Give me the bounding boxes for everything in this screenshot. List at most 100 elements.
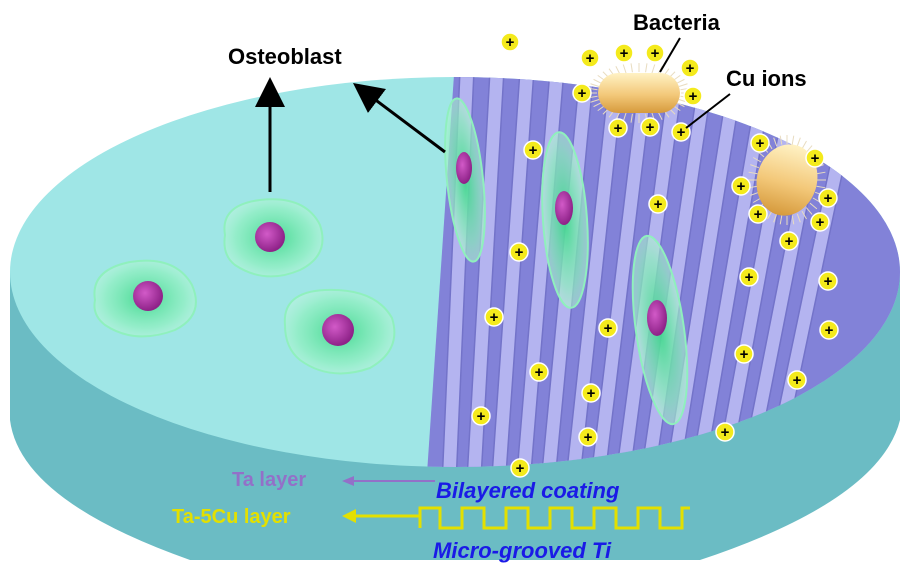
bacteria-cilium: [657, 111, 663, 120]
cu-ion-symbol: +: [515, 244, 524, 261]
bacteria-cilium: [767, 210, 773, 220]
cu-ion-symbol: +: [614, 120, 623, 137]
cu-ion: +: [608, 118, 628, 138]
cu-ion-symbol: +: [651, 45, 660, 62]
cu-ion: +: [648, 194, 668, 214]
cu-ion-symbol: +: [529, 142, 538, 159]
cu-ion-symbol: +: [477, 408, 486, 425]
bacteria-cilium: [651, 64, 656, 74]
cu-ion: +: [529, 362, 549, 382]
cu-ion-symbol: +: [654, 196, 663, 213]
bacteria-cilium: [801, 210, 807, 220]
nucleus: [555, 191, 573, 225]
cu-ion-symbol: +: [825, 322, 834, 339]
cu-ion-symbol: +: [506, 34, 515, 51]
cu-ion: +: [734, 344, 754, 364]
cu-ion: +: [523, 140, 543, 160]
ta5cu-layer-label: Ta-5Cu layer: [172, 506, 291, 528]
cu-ion-symbol: +: [816, 214, 825, 231]
cu-ion: +: [787, 370, 807, 390]
cu-ion-symbol: +: [578, 85, 587, 102]
cross-section-profile: [418, 506, 690, 530]
bacteria-cilium: [779, 135, 783, 145]
ta-layer-arrowhead: [342, 476, 354, 486]
cu-ion: +: [671, 122, 691, 142]
bacteria-cilium: [630, 63, 633, 73]
cu-ion-symbol: +: [721, 424, 730, 441]
bacteria-cilium: [593, 78, 602, 84]
bacteria-cilium: [676, 78, 685, 84]
osteoblast-label: Osteoblast: [228, 44, 342, 69]
cu-ion-symbol: +: [811, 150, 820, 167]
bacteria-cilium: [779, 215, 783, 225]
cu-ion: +: [818, 188, 838, 208]
cu-ion: +: [748, 204, 768, 224]
osteoblast-flat-1: [223, 198, 324, 278]
cu-ion: +: [779, 231, 799, 251]
nucleus: [647, 300, 667, 336]
cu-ion: +: [818, 271, 838, 291]
cu-ion-symbol: +: [785, 233, 794, 250]
cu-ion-symbol: +: [689, 88, 698, 105]
osteoblast-elongated-2: [541, 131, 589, 309]
nucleus: [456, 152, 472, 184]
cu-ion: +: [640, 117, 660, 137]
cu-ion-symbol: +: [586, 50, 595, 67]
osteoblast-flat-3: [283, 288, 396, 375]
osteoblast-elongated-1: [444, 97, 486, 263]
cu-ion-symbol: +: [756, 135, 765, 152]
bacteria-cilium: [752, 157, 762, 163]
ta-layer-label: Ta layer: [232, 469, 306, 491]
cu-ions-pointer: [685, 93, 731, 129]
bacteria-cilium: [752, 197, 762, 203]
bacteria-cilium: [816, 171, 826, 175]
nucleus: [133, 281, 163, 311]
bacteria-cilium: [750, 191, 759, 196]
nucleus: [255, 222, 285, 252]
bacteria-cilium: [593, 102, 602, 108]
bacteria-cilium: [630, 113, 633, 123]
cu-ion: +: [471, 406, 491, 426]
bacteria-cilium: [676, 102, 685, 108]
cu-ion: +: [819, 320, 839, 340]
cu-ion-symbol: +: [587, 385, 596, 402]
nucleus: [322, 314, 354, 346]
cu-ion-symbol: +: [584, 429, 593, 446]
bacteria-cilium: [622, 64, 627, 74]
bacteria-cilium: [590, 99, 600, 103]
bacteria-pointer: [659, 37, 681, 73]
bacteria-cilium: [615, 66, 621, 75]
cu-ion: +: [810, 212, 830, 232]
ta5cu-layer-arrowhead: [342, 509, 356, 523]
bacteria-cilium: [645, 63, 648, 73]
cu-ion: +: [680, 58, 700, 78]
cu-ion: +: [805, 148, 825, 168]
cu-ion-symbol: +: [824, 190, 833, 207]
cu-ion: +: [739, 267, 759, 287]
bacteria-cilium: [750, 164, 759, 169]
bacteria-cilium: [796, 137, 801, 147]
micro-grooved-ti-label: Micro-grooved Ti: [433, 538, 612, 563]
cu-ion-symbol: +: [737, 178, 746, 195]
cu-ions-label: Cu ions: [726, 66, 807, 91]
cu-ion: +: [580, 48, 600, 68]
cu-ion-symbol: +: [490, 309, 499, 326]
cu-ion-symbol: +: [793, 372, 802, 389]
osteoblast-arrow-right: [353, 83, 446, 154]
groove-ridge: [460, 77, 505, 467]
bacteria-cilium: [791, 215, 795, 225]
cu-ion-symbol: +: [745, 269, 754, 286]
cu-ion: +: [510, 458, 530, 478]
osteoblast-elongated-3: [631, 234, 689, 426]
cu-ion-symbol: +: [740, 346, 749, 363]
cu-ion: +: [484, 307, 504, 327]
bacteria-cilium: [678, 83, 688, 87]
bacterium-1: [588, 63, 690, 123]
cu-ion-symbol: +: [604, 320, 613, 337]
cu-ion: +: [578, 427, 598, 447]
bacteria-cilium: [773, 137, 778, 147]
cu-ion: +: [683, 86, 703, 106]
osteoblast-flat-2: [93, 259, 197, 338]
cu-ion-symbol: +: [646, 119, 655, 136]
bacteria-cilium: [816, 185, 826, 189]
